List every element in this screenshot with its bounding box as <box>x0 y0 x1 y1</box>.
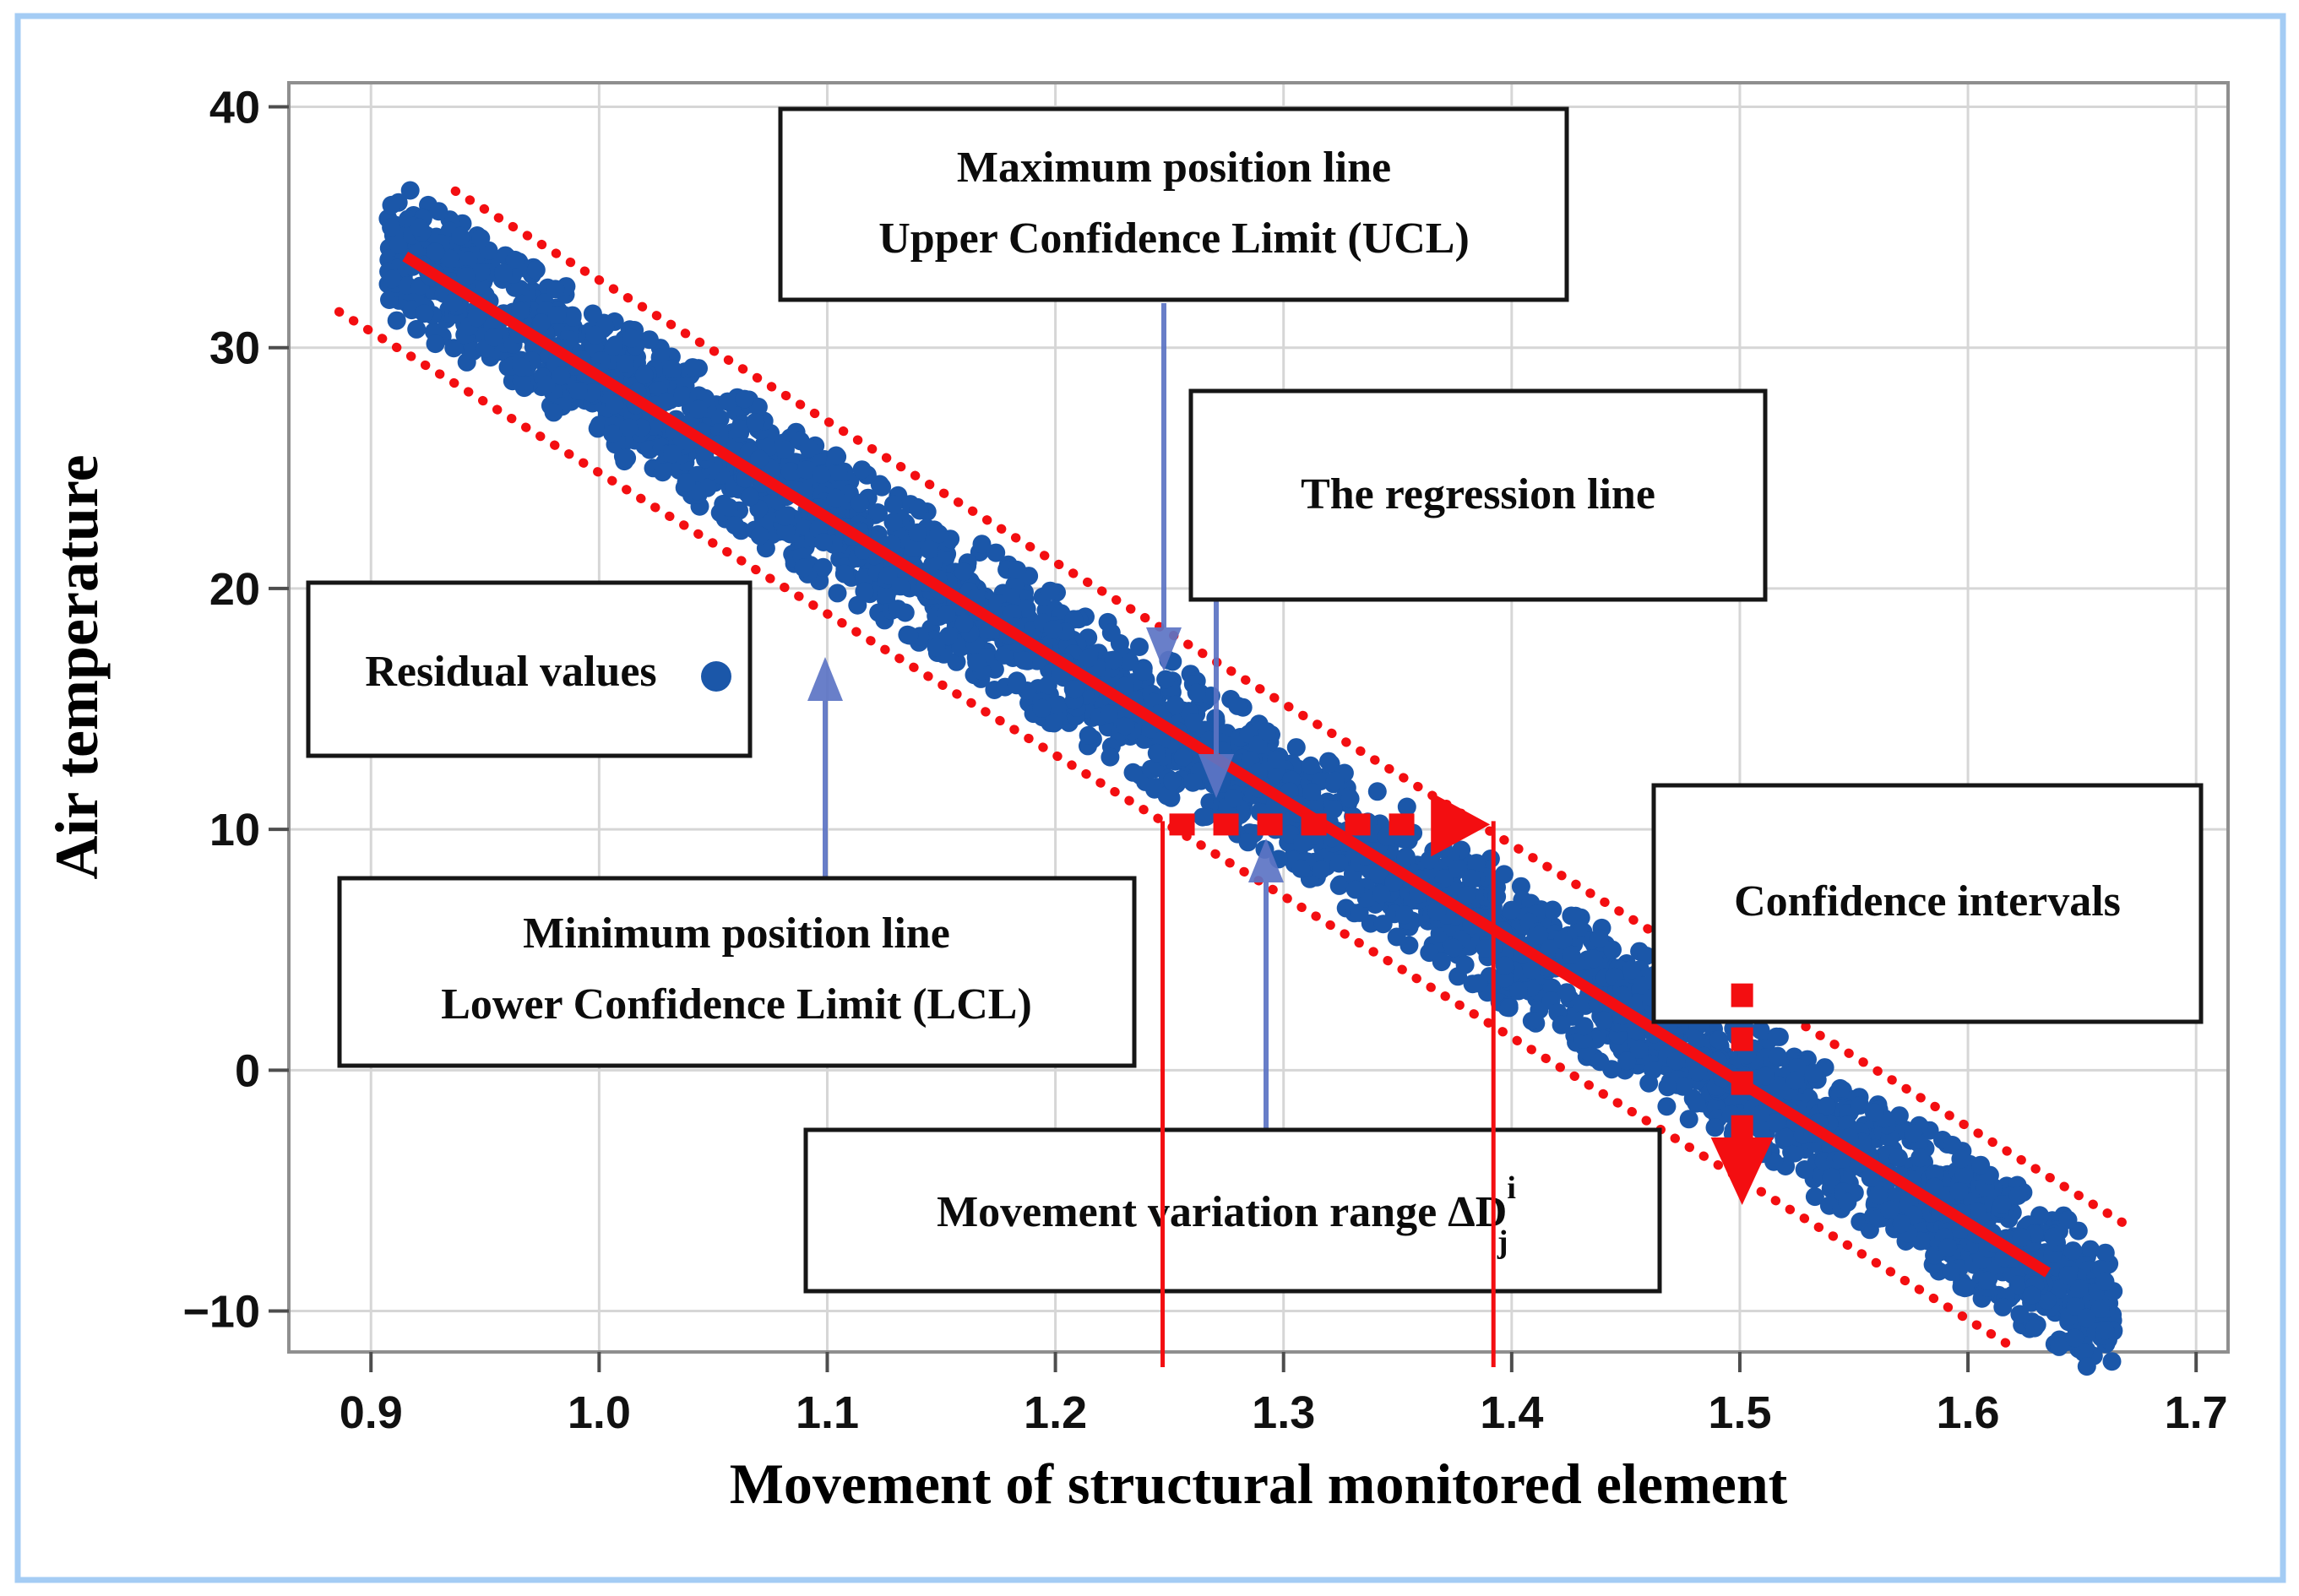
svg-text:20: 20 <box>209 564 260 615</box>
svg-text:1.2: 1.2 <box>1024 1387 1087 1438</box>
svg-text:1.3: 1.3 <box>1252 1387 1315 1438</box>
plot-area-border <box>287 81 2230 1354</box>
svg-text:1.1: 1.1 <box>796 1387 859 1438</box>
y-axis-title: Air temperature <box>43 454 111 879</box>
svg-text:1.7: 1.7 <box>2165 1387 2228 1438</box>
svg-text:1.6: 1.6 <box>1937 1387 2000 1438</box>
svg-text:0.9: 0.9 <box>340 1387 403 1438</box>
svg-text:1.0: 1.0 <box>568 1387 631 1438</box>
ucl-annotation-box: Maximum position line Upper Confidence L… <box>778 106 1569 302</box>
annotation-arrows <box>807 303 1284 1129</box>
svg-text:10: 10 <box>209 805 260 855</box>
axis-ticks <box>269 105 2198 1372</box>
svg-text:0: 0 <box>235 1045 260 1096</box>
confidence-interval-arrowhead-icon <box>1710 1137 1774 1206</box>
svg-text:1.4: 1.4 <box>1480 1387 1543 1438</box>
x-tick-labels: 0.9 1.0 1.1 1.2 1.3 1.4 1.5 1.6 1.7 <box>340 1387 2228 1438</box>
movement-range-arrowhead-icon <box>1431 792 1491 857</box>
svg-text:40: 40 <box>209 83 260 133</box>
ci-box-label: Confidence intervals <box>1734 877 2121 926</box>
y-tick-labels: 40 30 20 10 0 −10 <box>182 83 260 1338</box>
upper-confidence-limit-line <box>450 186 2138 1234</box>
x-axis-title: Movement of structural monitored element <box>730 1452 1788 1516</box>
svg-text:1.5: 1.5 <box>1708 1387 1771 1438</box>
lcl-annotation-box: Minimum position line Lower Confidence L… <box>337 876 1137 1068</box>
figure-border <box>14 13 2286 1583</box>
svg-text:−10: −10 <box>182 1287 260 1338</box>
lcl-box-line1: Minimum position line <box>523 909 950 958</box>
lcl-box-line2: Lower Confidence Limit (LCL) <box>441 980 1032 1029</box>
ucl-box-line2: Upper Confidence Limit (UCL) <box>878 214 1470 263</box>
svg-text:30: 30 <box>209 323 260 374</box>
residual-box-label: Residual values <box>365 648 656 696</box>
residual-annotation-box: Residual values <box>306 580 753 758</box>
regression-box-label: The regression line <box>1301 470 1655 518</box>
confidence-intervals-annotation-box: Confidence intervals <box>1651 783 2204 1024</box>
residual-point-icon <box>701 661 731 692</box>
regression-annotation-box: The regression line <box>1188 388 1768 602</box>
ucl-box-line1: Maximum position line <box>957 144 1391 192</box>
